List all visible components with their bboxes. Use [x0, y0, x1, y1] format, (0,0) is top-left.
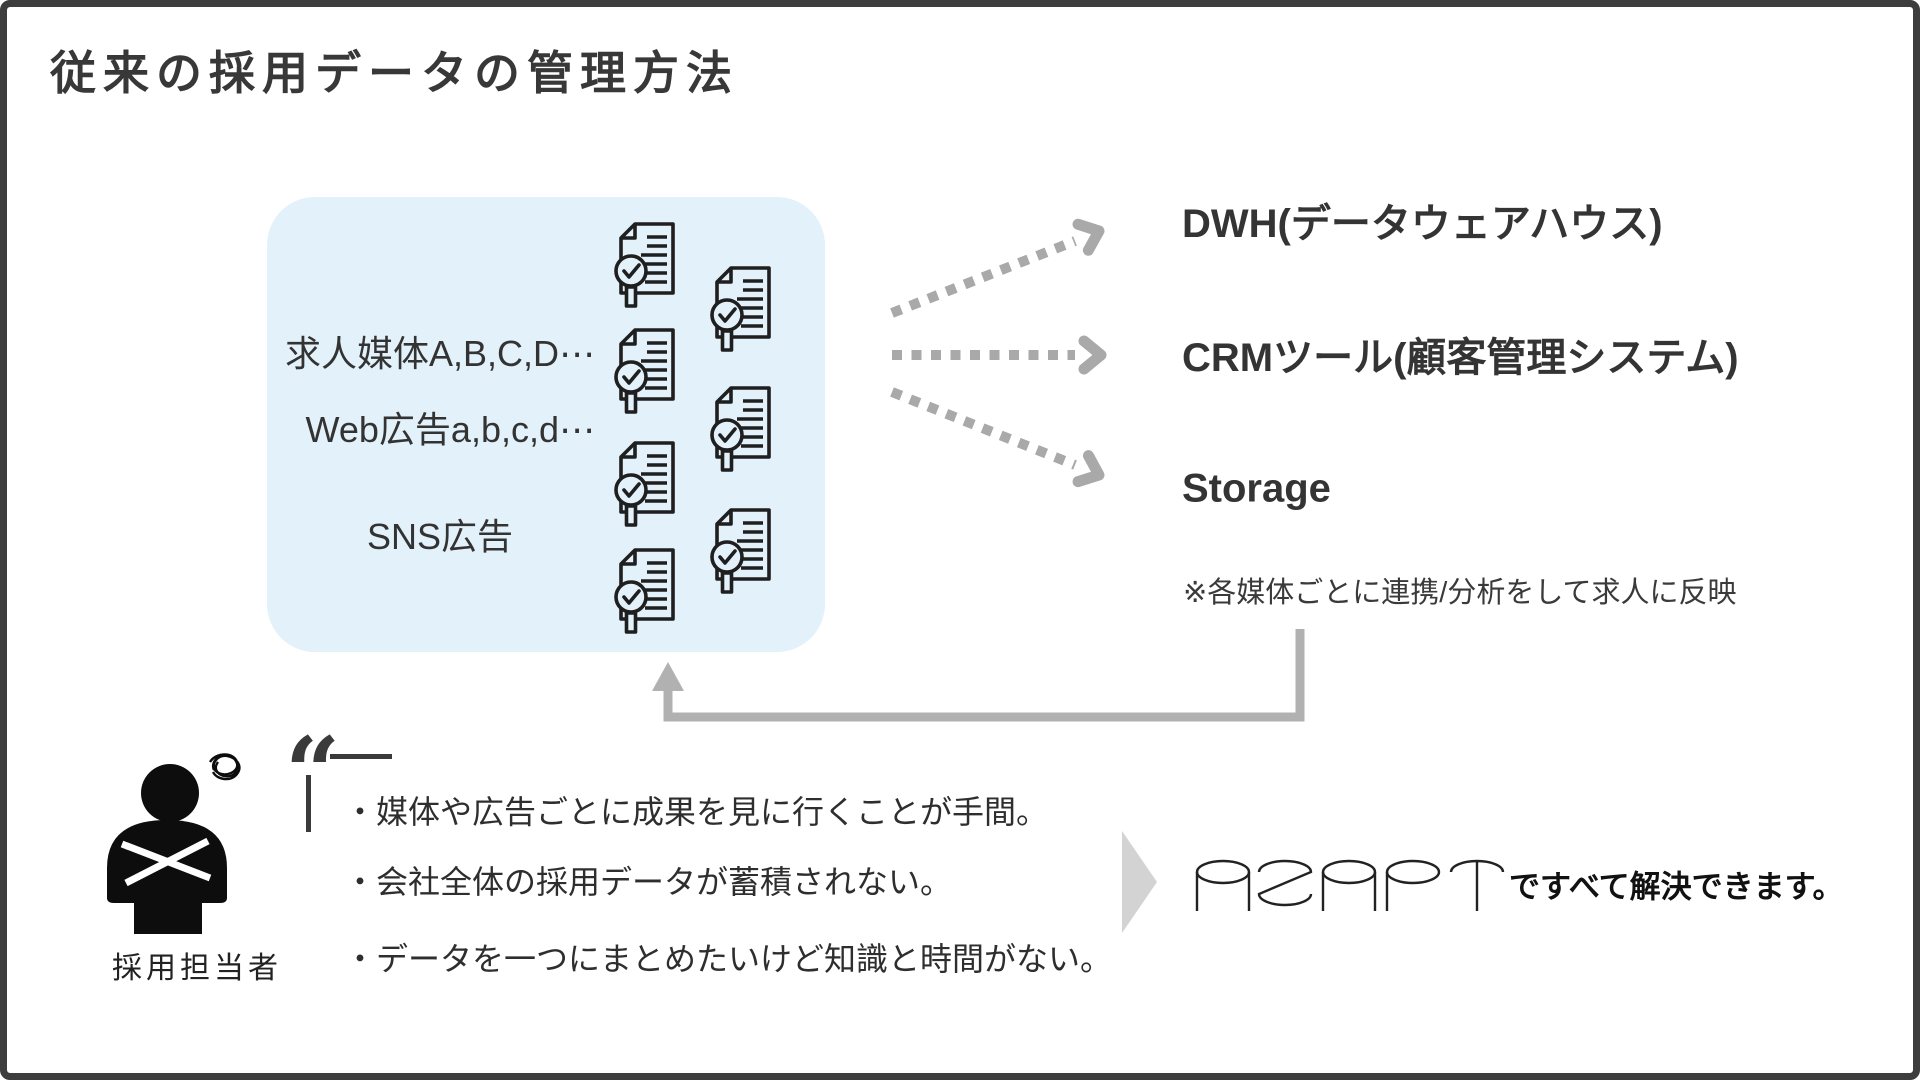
note-text: ※各媒体ごとに連携/分析をして求人に反映 — [1183, 577, 1737, 609]
feedback-elbow-line — [663, 629, 1305, 722]
pointer-triangle-icon — [1122, 831, 1157, 933]
destination-dwh: DWH(データウェアハウス) — [1182, 202, 1663, 246]
azapt-logo — [1195, 859, 1505, 911]
arrowhead-icon — [1072, 450, 1105, 488]
dotted-arrow-to-dwh — [890, 236, 1077, 318]
source-item-label: 求人媒体A,B,C,D⋯ — [284, 333, 595, 374]
quote-vertical-rule — [306, 775, 311, 832]
destination-crm: CRMツール(顧客管理システム) — [1182, 336, 1739, 380]
frustrated-recruiter-icon — [107, 753, 241, 934]
solution-text: ですべて解決できます。 — [1509, 869, 1844, 905]
arrowhead-icon — [1078, 335, 1107, 375]
source-item-sns-ads: SNS広告 — [366, 516, 514, 557]
scribble-icon — [208, 753, 241, 781]
destination-storage: Storage — [1182, 466, 1331, 511]
complaint-item: ・媒体や広告ごとに成果を見に行くことが手間。 — [344, 794, 1049, 830]
quote-dash-rule — [330, 754, 392, 759]
arrowhead-icon — [1072, 218, 1105, 256]
complaint-item: ・データを一つにまとめたいけど知識と時間がない。 — [344, 941, 1113, 977]
complaint-item: ・会社全体の採用データが蓄積されない。 — [344, 864, 953, 900]
feedback-arrowhead-icon — [652, 662, 684, 691]
quote-icon: “ — [285, 716, 341, 829]
source-item-job-media: 求人媒体A,B,C,D⋯ — [267, 325, 595, 377]
connector-layer — [652, 218, 1305, 933]
persona-label: 採用担当者 — [112, 952, 282, 985]
page-title: 従来の採用データの管理方法 — [50, 47, 739, 99]
source-item-web-ads: Web広告a,b,c,d⋯ — [305, 409, 595, 450]
dotted-arrow-to-storage — [890, 387, 1077, 470]
